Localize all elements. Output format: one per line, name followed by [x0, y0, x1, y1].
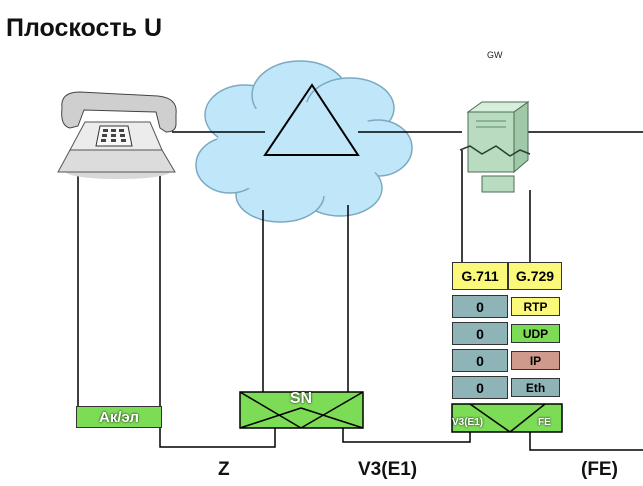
codec-g729: G.729 [508, 262, 562, 290]
sn-label: SN [289, 390, 313, 407]
interface-v3-label: V3(E1) [358, 459, 418, 480]
gateway-device-icon [459, 101, 531, 193]
interface-z-label: Z [218, 459, 230, 480]
gw-port-right-label: FE [538, 417, 551, 428]
bottom-links [159, 428, 643, 451]
stack-left-cell: 0 [452, 322, 508, 345]
stack-eth-cell: Eth [511, 378, 560, 397]
interface-fe-label: (FE) [581, 459, 618, 480]
stack-rtp-cell: RTP [511, 297, 560, 316]
codec-g711: G.711 [452, 262, 508, 290]
phone-port-box: Ак/эл [76, 406, 162, 428]
page-title: Плоскость U [6, 14, 163, 42]
network-cloud [195, 60, 413, 223]
stack-left-cell: 0 [452, 295, 508, 318]
stack-left-cell: 0 [452, 376, 508, 399]
stack-left-cell: 0 [452, 349, 508, 372]
stack-ip-cell: IP [511, 351, 560, 370]
stack-udp-cell: UDP [511, 324, 560, 343]
gw-port-left-label: V3(E1) [452, 417, 484, 428]
gateway-label: GW [487, 50, 503, 60]
switch-triangle-icon [263, 83, 360, 156]
telephone-icon [57, 91, 177, 179]
sn-switch-node [239, 391, 364, 429]
vertical-links [77, 150, 531, 408]
gw-port-block [451, 403, 563, 433]
